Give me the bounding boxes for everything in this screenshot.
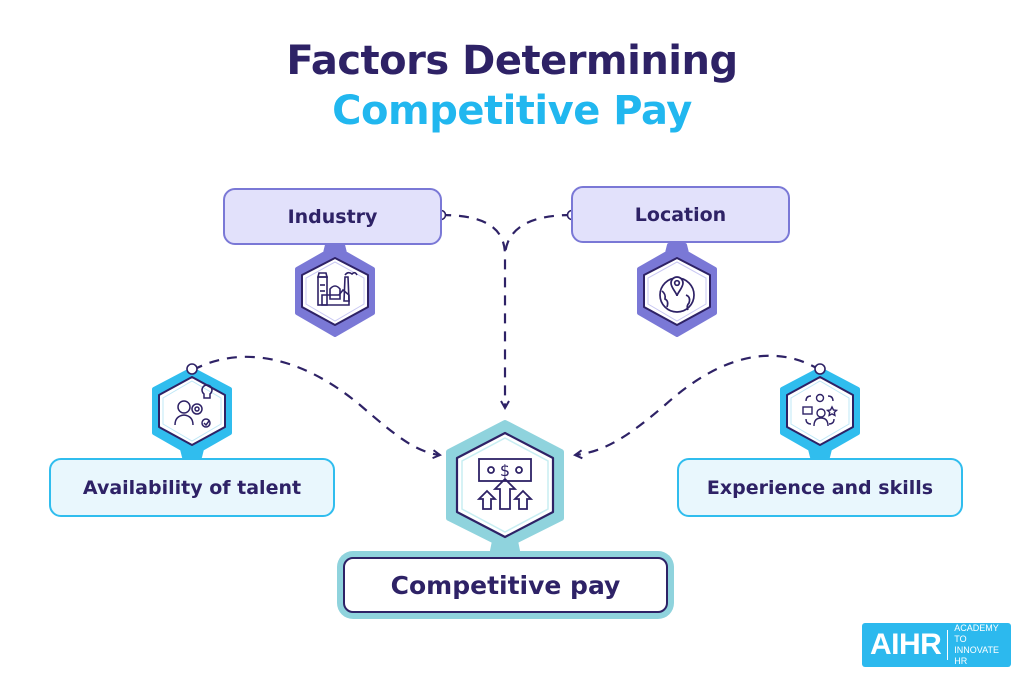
globe-location-pin-icon [659,276,695,313]
factory-icon [316,271,358,306]
talent-box: Availability of talent [49,458,335,517]
location-label: Location [634,203,727,226]
title-line-1: Factors Determining [286,38,738,84]
title-line-2: Competitive Pay [332,88,692,134]
connector-lines [192,213,821,455]
experience-box: Experience and skills [677,458,963,517]
money-arrows-up-icon: $ [476,458,534,510]
connector-industry [440,213,505,408]
experience-label: Experience and skills [706,476,934,499]
aihr-logo: AIHR ACADEMY TO INNOVATE HR [862,623,1011,667]
competitive-pay-box: Competitive pay [343,557,668,613]
logo-mark: AIHR [870,628,942,661]
talent-hexagon [152,363,232,459]
industry-hexagon [295,243,375,337]
connector-experience [575,354,821,455]
talent-label: Availability of talent [82,476,302,499]
experience-hexagon [780,363,860,459]
connector-dot-talent [186,363,198,375]
person-idea-gear-icon [174,384,213,428]
location-box: Location [571,186,790,243]
person-skills-cycle-icon [802,393,839,427]
location-hexagon [637,243,717,337]
industry-label: Industry [287,205,378,228]
connector-talent [192,355,440,455]
connector-dot-experience [814,363,826,375]
logo-tagline: ACADEMY TO INNOVATE HR [954,623,1011,667]
connector-location [503,213,573,256]
logo-tagline-line-1: ACADEMY TO [954,623,999,644]
svg-text:$: $ [500,461,510,480]
logo-divider [947,630,949,660]
industry-box: Industry [223,188,442,245]
competitive-pay-label: Competitive pay [390,570,621,600]
logo-tagline-line-2: INNOVATE HR [954,645,999,666]
center-hexagon: $ [446,420,564,554]
